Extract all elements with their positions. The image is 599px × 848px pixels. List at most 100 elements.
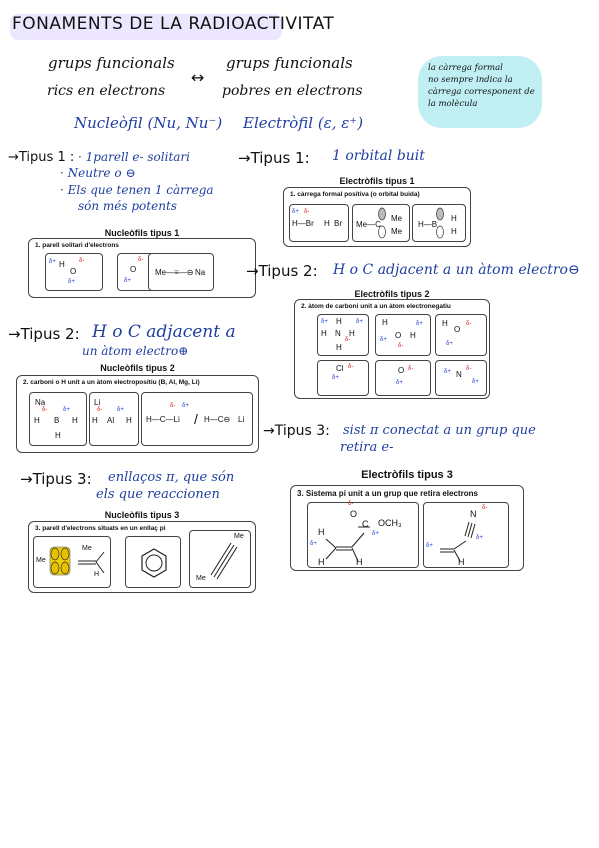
elec1-cell-hbr: δ+ δ- H—Br H Br — [289, 204, 349, 242]
chem-delta: δ+ — [416, 321, 423, 327]
chem-atom: Na — [195, 268, 206, 277]
chem-delta: δ+ — [356, 319, 363, 325]
chem-delta: δ- — [482, 505, 488, 511]
nuc3-title: Nucleòfils tipus 3 — [104, 510, 180, 520]
nuc3-cell-alkene: Me Me H — [33, 536, 111, 588]
chem-delta: δ+ — [117, 407, 124, 413]
title-highlight — [10, 14, 282, 40]
chem-atom: Me — [391, 214, 403, 223]
empty-orbital — [436, 225, 444, 239]
chem-atom: C — [362, 519, 369, 529]
nuc1-cell-acetylide: Me—≡—⊖ Na — [148, 253, 214, 291]
elec2-cell-ketone: O δ- δ+ — [375, 360, 431, 396]
chem-atom: N — [335, 329, 341, 338]
right-tipus1-heading: →Tipus 1: — [238, 149, 310, 167]
chem-atom: H — [336, 317, 342, 326]
chem-atom: H — [458, 557, 465, 567]
nuc3-box: 3. parell d'electrons situats en un enll… — [28, 521, 256, 593]
chem-delta: δ+ — [63, 407, 70, 413]
right-tipus3-heading: →Tipus 3: — [263, 423, 330, 439]
elec2-box: 2. àtom de carboni unit a un àtom electr… — [294, 299, 490, 399]
elec3-cell-nitrile: N δ- δ+ δ+ H — [423, 502, 509, 568]
bond — [95, 561, 105, 574]
chem-delta: δ+ — [332, 375, 339, 381]
pi-lobe — [50, 547, 60, 561]
bond — [351, 532, 365, 548]
nuc1-cell-alcohol: δ+ H O δ- δ+ — [45, 253, 103, 291]
nuc3-cell-alkyne: Me Me — [189, 530, 251, 588]
note-bubble: la càrrega formal no sempre indica la cà… — [418, 56, 542, 128]
chem-atom: O — [454, 325, 461, 334]
chem-delta: δ- — [304, 209, 310, 215]
header-arrow: ↔ — [191, 68, 205, 87]
nuc2-cell-aluminohydride: Li H Al H δ- δ+ — [89, 392, 139, 446]
chem-delta: δ+ — [396, 380, 403, 386]
elec2-cell-alkyl-chloride: Cl δ- δ+ — [317, 360, 369, 396]
carbocation-orbital — [378, 207, 386, 239]
right-tipus3-text: sist π conectat a un grup que — [343, 423, 536, 438]
chem-delta: δ- — [138, 257, 144, 263]
borane-orbital — [436, 207, 444, 239]
elec1-box: 1. càrrega formal positiva (o orbital bu… — [283, 187, 471, 247]
note-line: no sempre indica la — [428, 75, 513, 85]
chem-atom: H — [382, 318, 388, 327]
chem-atom: Me — [196, 575, 206, 582]
nucleophile-heading: Nucleòfil (Nu, Nu⁻) — [74, 114, 223, 132]
chem-hcli2: H—C⊖ — [204, 415, 231, 424]
chem-delta: δ+ — [310, 541, 317, 547]
note-line: càrrega corresponent de — [428, 87, 535, 97]
chem-atom: H — [94, 571, 100, 578]
bond — [351, 547, 359, 562]
elec3-title: Electròfils tipus 3 — [361, 469, 453, 481]
note-line: la càrrega formal — [428, 63, 503, 73]
chem-hb: H—B — [418, 220, 438, 229]
elec2-cell-iminium: N δ- δ+ δ+ — [435, 360, 487, 396]
chem-atom: Me — [391, 227, 403, 236]
chem-hbr: H—Br — [292, 219, 314, 228]
pi-lobe — [60, 561, 70, 575]
left-tipus2-heading: →Tipus 2: — [8, 325, 80, 343]
elec2-box-label: 2. àtom de carboni unit a un àtom electr… — [301, 303, 451, 310]
electrophile-heading: Electròfil (ε, ε⁺) — [243, 114, 364, 132]
chem-atom: H — [336, 343, 342, 352]
chem-och3: OCH₃ — [378, 518, 402, 528]
alkyne-bond — [210, 542, 238, 580]
bond — [213, 544, 235, 578]
chem-delta: δ+ — [372, 531, 379, 537]
chem-delta: δ+ — [68, 279, 75, 285]
left-tipus1-heading: →Tipus 1 : — [8, 150, 75, 165]
chem-delta: δ+ — [49, 259, 56, 265]
benzene-hexagon — [141, 548, 167, 578]
chem-atom: Li — [238, 415, 245, 424]
chem-atom: Al — [107, 416, 115, 425]
chem-atom: Me — [36, 557, 46, 564]
left-tipus1-line: · Els que tenen 1 càrrega — [60, 183, 214, 197]
chem-delta: δ- — [79, 258, 85, 264]
nuc3-box-label: 3. parell d'electrons situats en un enll… — [35, 525, 166, 532]
chem-atom: H — [318, 557, 325, 567]
chem-atom: H — [92, 416, 98, 425]
chem-atom: H — [451, 214, 457, 223]
nuc2-box-label: 2. carboni o H unit a un àtom electropos… — [23, 379, 200, 386]
nuc2-box: 2. carboni o H unit a un àtom electropos… — [16, 375, 259, 453]
nuc2-cell-organolithium: H—C—Li δ- δ+ / H—C⊖ Li — [141, 392, 253, 446]
chem-atom: H — [410, 331, 416, 340]
nuc2-title: Nucleòfils tipus 2 — [100, 363, 175, 373]
chem-atom: O — [70, 267, 77, 276]
empty-orbital — [378, 207, 386, 221]
chem-atom: Na — [35, 398, 46, 407]
left-tipus1-line: · Neutre o ⊖ — [60, 166, 136, 180]
bond — [325, 538, 337, 549]
elec2-cell-carbonyl-cation: H O δ- δ+ — [435, 314, 487, 356]
chem-atom: Me — [234, 533, 244, 540]
chem-atom: H — [349, 329, 355, 338]
benzene-ring — [141, 548, 167, 578]
nuc2-cell-borohydride: Na H B H H δ- δ+ — [29, 392, 87, 446]
chem-atom: Br — [334, 219, 342, 228]
nuc3-cell-benzene — [125, 536, 181, 588]
left-tipus1-line: · 1parell e- solitari — [78, 150, 191, 164]
chem-delta: δ+ — [124, 278, 131, 284]
right-tipus2-heading: →Tipus 2: — [246, 262, 318, 280]
left-tipus2-text: H o C adjacent a — [92, 322, 236, 342]
chem-atom: O — [130, 265, 137, 274]
